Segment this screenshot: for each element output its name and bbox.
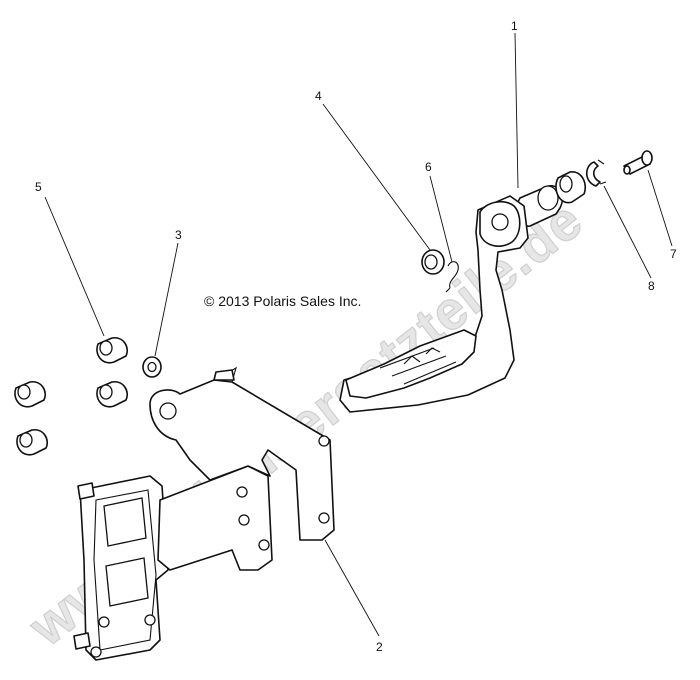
callout-6: 6 (425, 160, 432, 174)
bushing-d (16, 429, 48, 456)
copyright-text: © 2013 Polaris Sales Inc. (204, 293, 361, 309)
leader-2 (324, 539, 380, 637)
leader-5 (44, 196, 105, 337)
leader-4 (322, 103, 431, 251)
bushing-c (14, 381, 46, 408)
pivot-bushing (555, 171, 586, 204)
callout-4: 4 (315, 89, 322, 103)
callout-8: 8 (648, 279, 655, 293)
leader-6 (429, 175, 453, 263)
callout-5: 5 (35, 180, 42, 194)
bushing-b (96, 381, 128, 408)
leader-7 (647, 169, 673, 247)
part-4-bushing (421, 249, 445, 275)
leader-3 (154, 242, 179, 357)
callout-3: 3 (175, 228, 182, 242)
bushing-a (96, 337, 128, 364)
leader-1 (514, 32, 519, 189)
part-8-e-clip (585, 159, 607, 187)
part-3-washer (142, 356, 162, 378)
part-2-mounting-bracket (73, 366, 335, 661)
part-6-clip (445, 261, 459, 293)
part-5-bushings (14, 337, 128, 456)
callout-1: 1 (511, 19, 518, 33)
leader-lines (44, 32, 673, 637)
part-7-pin (623, 150, 653, 175)
leader-8 (603, 185, 652, 279)
part-1-brake-pedal (339, 185, 564, 413)
callout-2: 2 (376, 640, 383, 654)
callout-7: 7 (670, 247, 677, 261)
callout-numbers: 1 2 3 4 5 6 7 8 (35, 19, 677, 654)
